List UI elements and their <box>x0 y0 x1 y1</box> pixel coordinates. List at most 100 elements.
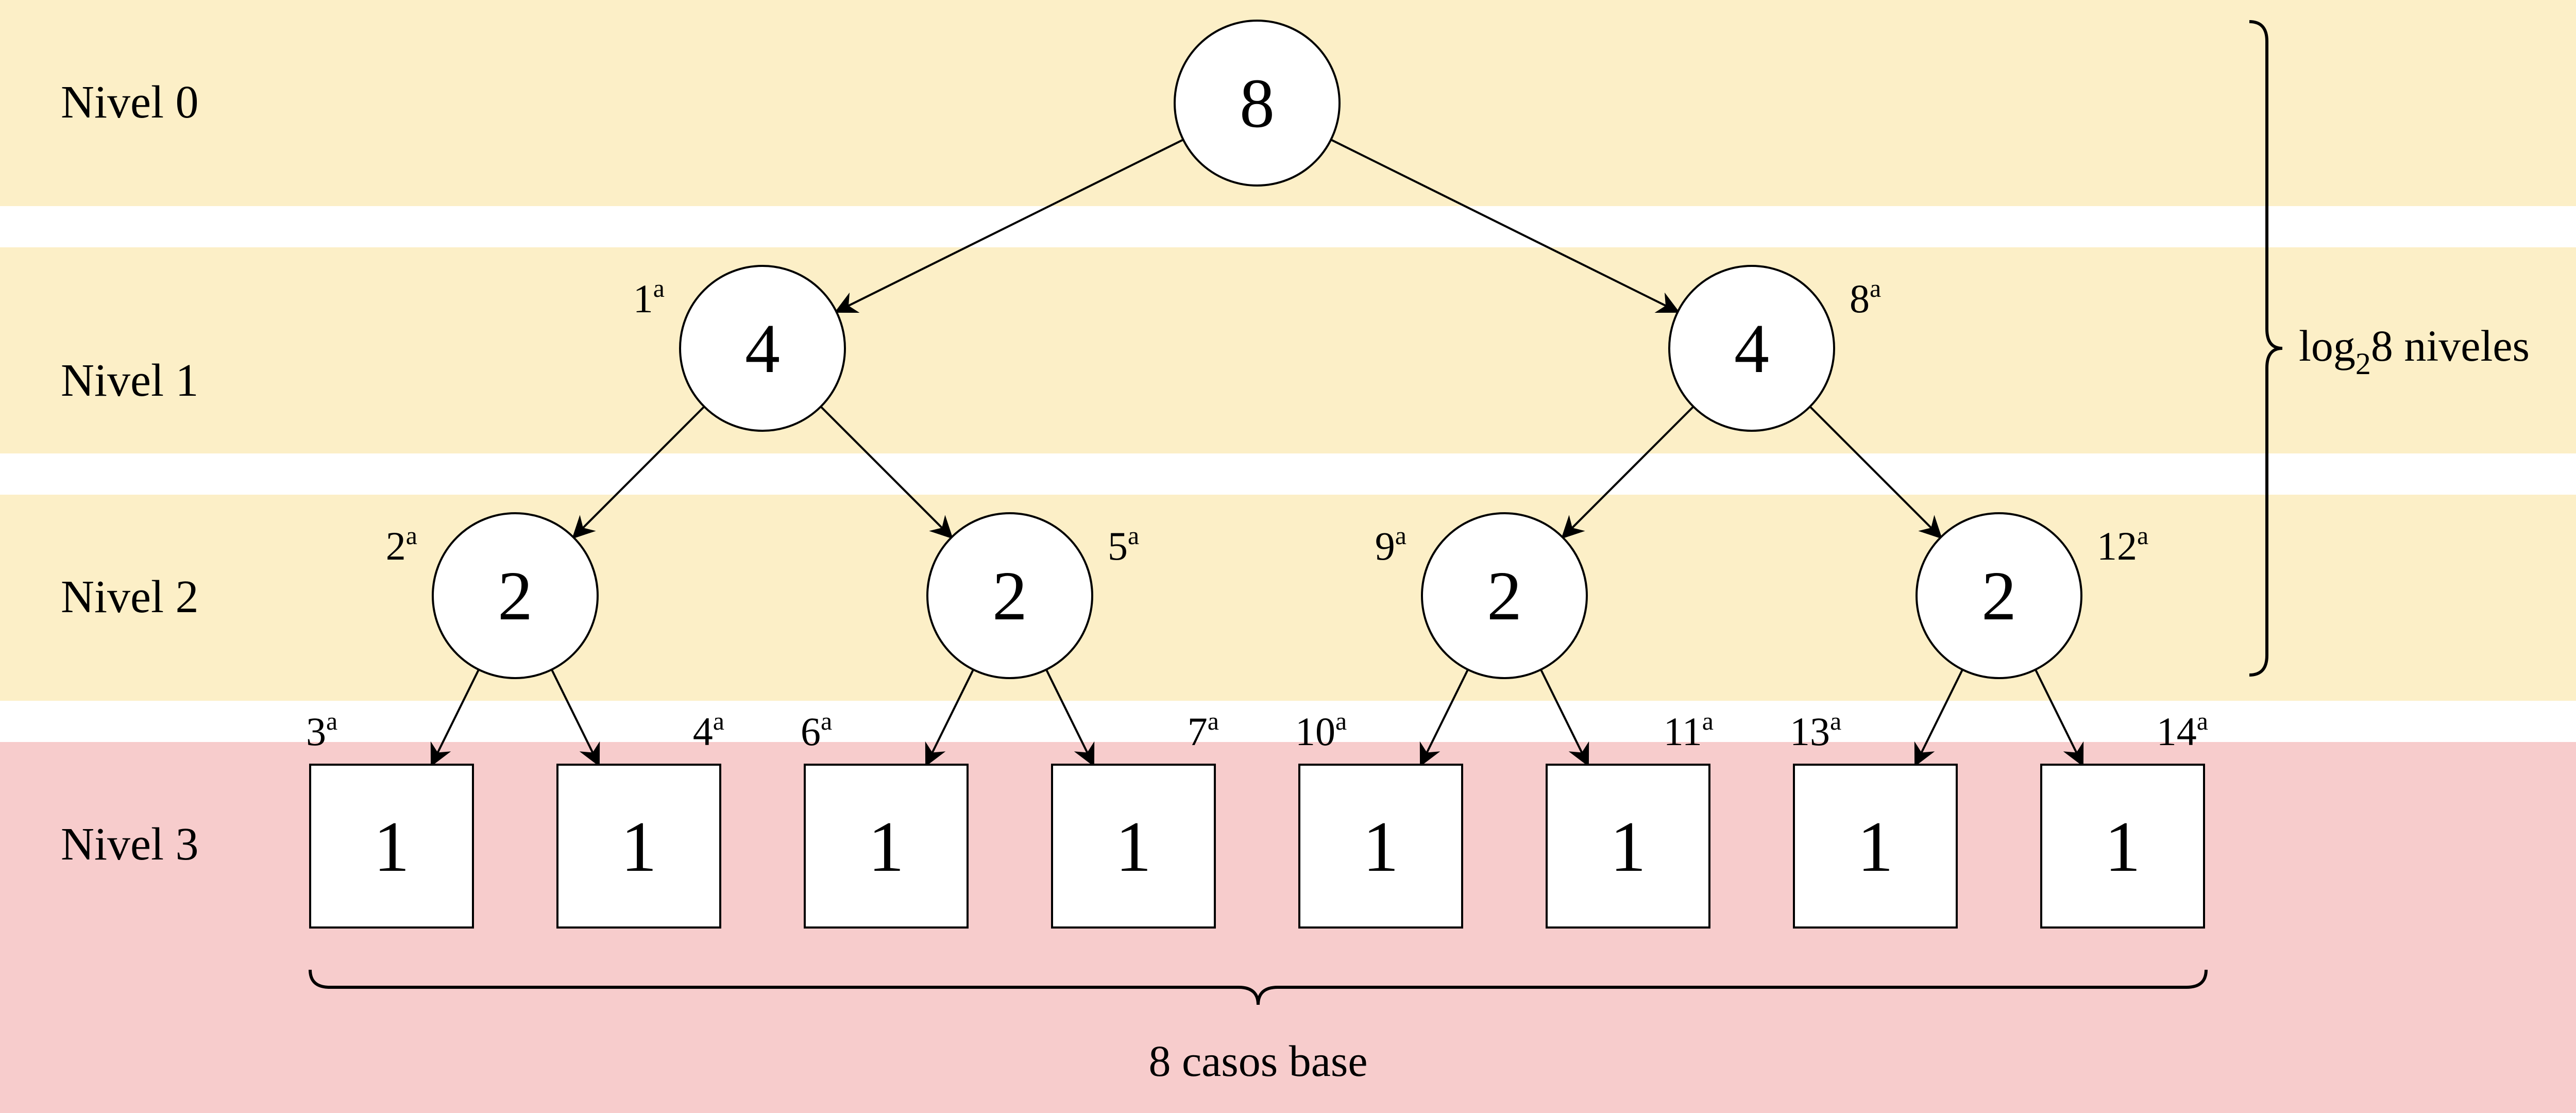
call-order-superscript: a <box>1395 521 1406 550</box>
call-order-superscript: a <box>326 706 337 735</box>
tree-node-n6: 1 6a <box>801 706 969 929</box>
tree-node-n12: 2 12a <box>1916 512 2148 679</box>
base-brace-label: 8 casos base <box>1148 1036 1367 1086</box>
call-order-number: 12 <box>2097 524 2137 568</box>
edges-layer <box>430 139 2084 767</box>
tree-node-n4: 14a <box>556 706 724 929</box>
call-order-superscript: a <box>2197 706 2208 735</box>
tree-node-n2: 22a <box>386 512 599 679</box>
node-value: 4 <box>745 310 780 387</box>
node-value: 1 <box>868 807 904 887</box>
tree-node-n5: 2 5a <box>926 512 1139 679</box>
level-band-2 <box>0 495 2576 701</box>
call-order-number: 11 <box>1664 709 1702 754</box>
base-case-box <box>1051 764 1216 929</box>
call-order-number: 10 <box>1295 709 1335 754</box>
call-order-superscript: a <box>653 274 665 302</box>
call-order-label: 1a <box>633 274 665 321</box>
call-order-superscript: a <box>1830 706 1841 735</box>
edge-n9-n10 <box>1419 669 1469 767</box>
edge-n8-n9 <box>1561 406 1694 539</box>
call-order-label: 13a <box>1790 706 1841 754</box>
edge-n2-n3 <box>430 669 480 767</box>
call-order-label: 3a <box>306 706 337 754</box>
edge-n9-n11 <box>1540 669 1589 767</box>
call-order-superscript: a <box>713 706 724 735</box>
node-value: 1 <box>1610 807 1646 887</box>
node-value: 1 <box>1857 807 1893 887</box>
edge-n2-n4 <box>551 669 600 767</box>
depth-brace-suffix: 8 niveles <box>2371 321 2530 370</box>
call-order-number: 7 <box>1188 709 1208 754</box>
call-order-number: 9 <box>1375 524 1395 568</box>
tree-node-n0: 8 <box>1174 20 1341 187</box>
base-case-box <box>309 764 474 929</box>
edge-n8-n12 <box>1809 406 1942 539</box>
edge-n5-n6 <box>925 669 974 767</box>
node-value: 1 <box>1363 807 1399 887</box>
edge-n12-n14 <box>2035 669 2084 767</box>
tree-node-n9: 2 9a <box>1375 512 1588 679</box>
call-order-number: 1 <box>633 276 653 321</box>
nodes-layer: 841a48a22a25a29a212a13a14a16a17a110a111a… <box>306 20 2208 929</box>
call-order-label: 5a <box>1108 521 1139 568</box>
call-order-label: 14a <box>2157 706 2208 754</box>
node-circle <box>432 512 599 679</box>
node-circle <box>926 512 1093 679</box>
depth-brace-subscript: 2 <box>2355 347 2371 381</box>
call-order-label: 11a <box>1664 706 1714 754</box>
call-order-superscript: a <box>1702 706 1714 735</box>
node-value: 2 <box>1981 558 2016 635</box>
base-brace <box>309 969 2208 1005</box>
tree-node-n1: 4 1a <box>633 265 846 432</box>
call-order-label: 8a <box>1850 274 1881 321</box>
call-order-superscript: a <box>1335 706 1347 735</box>
base-case-box <box>1793 764 1958 929</box>
node-value: 1 <box>1115 807 1151 887</box>
call-order-number: 6 <box>801 709 821 754</box>
node-circle <box>1668 265 1835 432</box>
call-order-superscript: a <box>1870 274 1881 302</box>
node-value: 1 <box>374 807 410 887</box>
level-band-1 <box>0 247 2576 453</box>
depth-brace-label: log28 niveles <box>2299 321 2530 381</box>
call-order-label: 12a <box>2097 521 2148 568</box>
level-label-2: Nivel 2 <box>61 571 198 622</box>
edge-n0-n8 <box>1330 139 1680 313</box>
call-order-superscript: a <box>1128 521 1139 550</box>
base-case-box <box>804 764 969 929</box>
tree-node-n10: 1 10a <box>1295 706 1463 929</box>
call-order-superscript: a <box>406 521 417 550</box>
base-case-box <box>556 764 721 929</box>
call-order-number: 14 <box>2157 709 2197 754</box>
node-value: 2 <box>498 558 533 635</box>
call-order-number: 13 <box>1790 709 1830 754</box>
level-label-1: Nivel 1 <box>61 355 198 406</box>
base-case-box <box>1546 764 1710 929</box>
node-circle <box>1421 512 1588 679</box>
depth-brace-prefix: log <box>2299 321 2355 370</box>
node-circle <box>679 265 846 432</box>
call-order-number: 5 <box>1108 524 1128 568</box>
call-order-superscript: a <box>1208 706 1219 735</box>
level-label-3: Nivel 3 <box>61 819 198 870</box>
call-order-label: 9a <box>1375 521 1406 568</box>
call-order-label: 6a <box>801 706 832 754</box>
edge-n1-n2 <box>572 406 705 539</box>
node-circle <box>1174 20 1341 187</box>
call-order-superscript: a <box>2137 521 2148 550</box>
edge-n0-n1 <box>834 139 1184 313</box>
node-value: 4 <box>1734 310 1769 387</box>
edge-n1-n5 <box>820 406 953 539</box>
node-value: 2 <box>1487 558 1522 635</box>
call-order-number: 2 <box>386 524 406 568</box>
call-order-superscript: a <box>821 706 832 735</box>
node-value: 1 <box>621 807 657 887</box>
tree-node-n8: 4 8a <box>1668 265 1881 432</box>
call-order-label: 10a <box>1295 706 1347 754</box>
node-value: 2 <box>992 558 1027 635</box>
depth-brace <box>2249 20 2283 677</box>
